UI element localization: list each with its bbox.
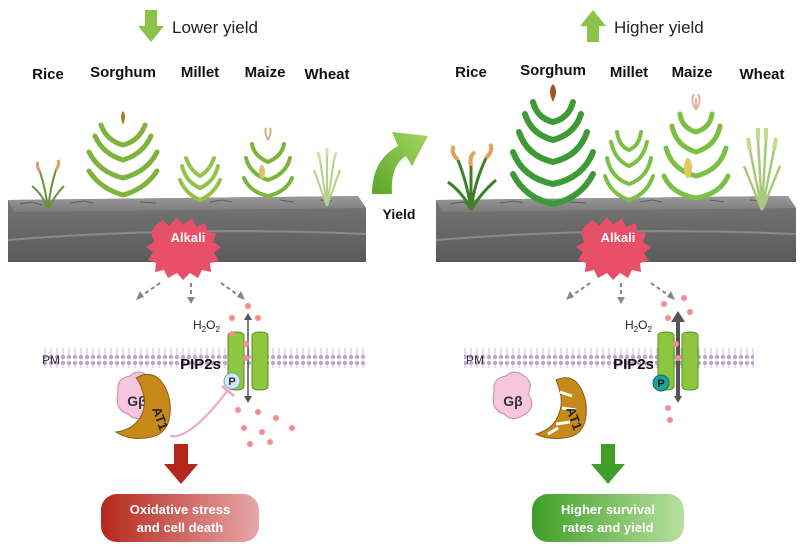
right-alkali-label: Alkali xyxy=(601,230,636,245)
left-panel: Lower yield Rice Sorghum Millet Maize Wh… xyxy=(7,10,367,542)
left-maize-plant xyxy=(242,127,294,212)
right-crop-rice: Rice xyxy=(455,64,487,81)
left-signal-arrowheads xyxy=(136,291,245,304)
right-crop-sorghum: Sorghum xyxy=(520,62,586,79)
right-h2o2-dots xyxy=(661,295,693,423)
left-crop-sorghum: Sorghum xyxy=(90,64,156,81)
right-pip2s-label: PIP2s xyxy=(613,356,654,373)
svg-text:P: P xyxy=(228,376,235,388)
right-rice-plant xyxy=(447,142,497,211)
right-pip2s-channel xyxy=(657,311,699,403)
right-sorghum-plant xyxy=(510,84,596,218)
right-panel: Higher yield Rice Sorghum Millet Maize W… xyxy=(435,10,797,542)
left-outcome-arrow xyxy=(164,444,198,484)
left-crop-rice: Rice xyxy=(32,66,64,83)
left-pip2s-label: PIP2s xyxy=(180,356,221,373)
right-plasma-membrane xyxy=(464,348,754,368)
up-arrow-icon xyxy=(580,10,606,42)
right-h2o2-label: H2O2 xyxy=(625,318,652,334)
left-crop-millet: Millet xyxy=(181,64,219,81)
left-wheat-plant xyxy=(313,148,341,207)
right-maize-plant xyxy=(661,93,731,214)
left-at1-protein: AT1 xyxy=(114,374,171,439)
left-phospho-site: P xyxy=(223,372,241,390)
right-phospho-site: P xyxy=(652,374,670,392)
right-outcome-arrow xyxy=(591,444,625,484)
right-header: Higher yield xyxy=(580,10,704,42)
yield-label: Yield xyxy=(383,206,416,222)
left-inhibition-line xyxy=(169,389,229,438)
left-alkali-label: Alkali xyxy=(171,230,206,245)
left-millet-plant xyxy=(178,156,222,212)
right-signal-arrows xyxy=(569,282,672,298)
left-crop-wheat: Wheat xyxy=(305,66,350,83)
svg-text:P: P xyxy=(657,378,664,390)
left-h2o2-label: H2O2 xyxy=(193,318,220,334)
left-signal-arrows xyxy=(139,282,242,298)
right-outcome-box: Higher survival rates and yield xyxy=(532,494,684,542)
right-signal-arrowheads xyxy=(566,291,675,304)
right-gbeta-label: Gβ xyxy=(503,393,523,409)
right-millet-plant xyxy=(603,130,655,214)
right-alkali-burst: Alkali xyxy=(576,217,651,280)
right-outcome-line1: Higher survival xyxy=(561,502,655,517)
left-outcome-line1: Oxidative stress xyxy=(130,502,230,517)
left-outcome-box: Oxidative stress and cell death xyxy=(101,494,259,542)
right-crop-wheat: Wheat xyxy=(740,66,785,83)
right-wheat-plant xyxy=(742,128,782,211)
left-rice-plant xyxy=(31,159,65,211)
left-header-label: Lower yield xyxy=(172,18,258,37)
right-crop-maize: Maize xyxy=(672,64,713,81)
left-sorghum-plant xyxy=(86,111,160,212)
left-inhibition-bar xyxy=(221,385,235,397)
left-pm-label: PM xyxy=(42,353,60,367)
left-crop-maize: Maize xyxy=(245,64,286,81)
right-pm-label: PM xyxy=(466,353,484,367)
center-yield: Yield xyxy=(372,132,428,222)
right-at1-protein: AT1 xyxy=(534,377,587,439)
left-header: Lower yield xyxy=(138,10,258,42)
right-outcome-line2: rates and yield xyxy=(562,520,653,535)
yield-curved-arrow-icon xyxy=(372,132,428,194)
right-gbeta-protein: Gβ xyxy=(492,371,533,420)
left-alkali-burst: Alkali xyxy=(146,217,221,280)
down-arrow-icon xyxy=(138,10,164,42)
left-gbeta-label: Gβ xyxy=(127,393,147,409)
left-plasma-membrane xyxy=(42,348,367,368)
right-crop-millet: Millet xyxy=(610,64,648,81)
left-outcome-line2: and cell death xyxy=(137,520,224,535)
right-header-label: Higher yield xyxy=(614,18,704,37)
left-h2o2-dots xyxy=(229,303,295,447)
